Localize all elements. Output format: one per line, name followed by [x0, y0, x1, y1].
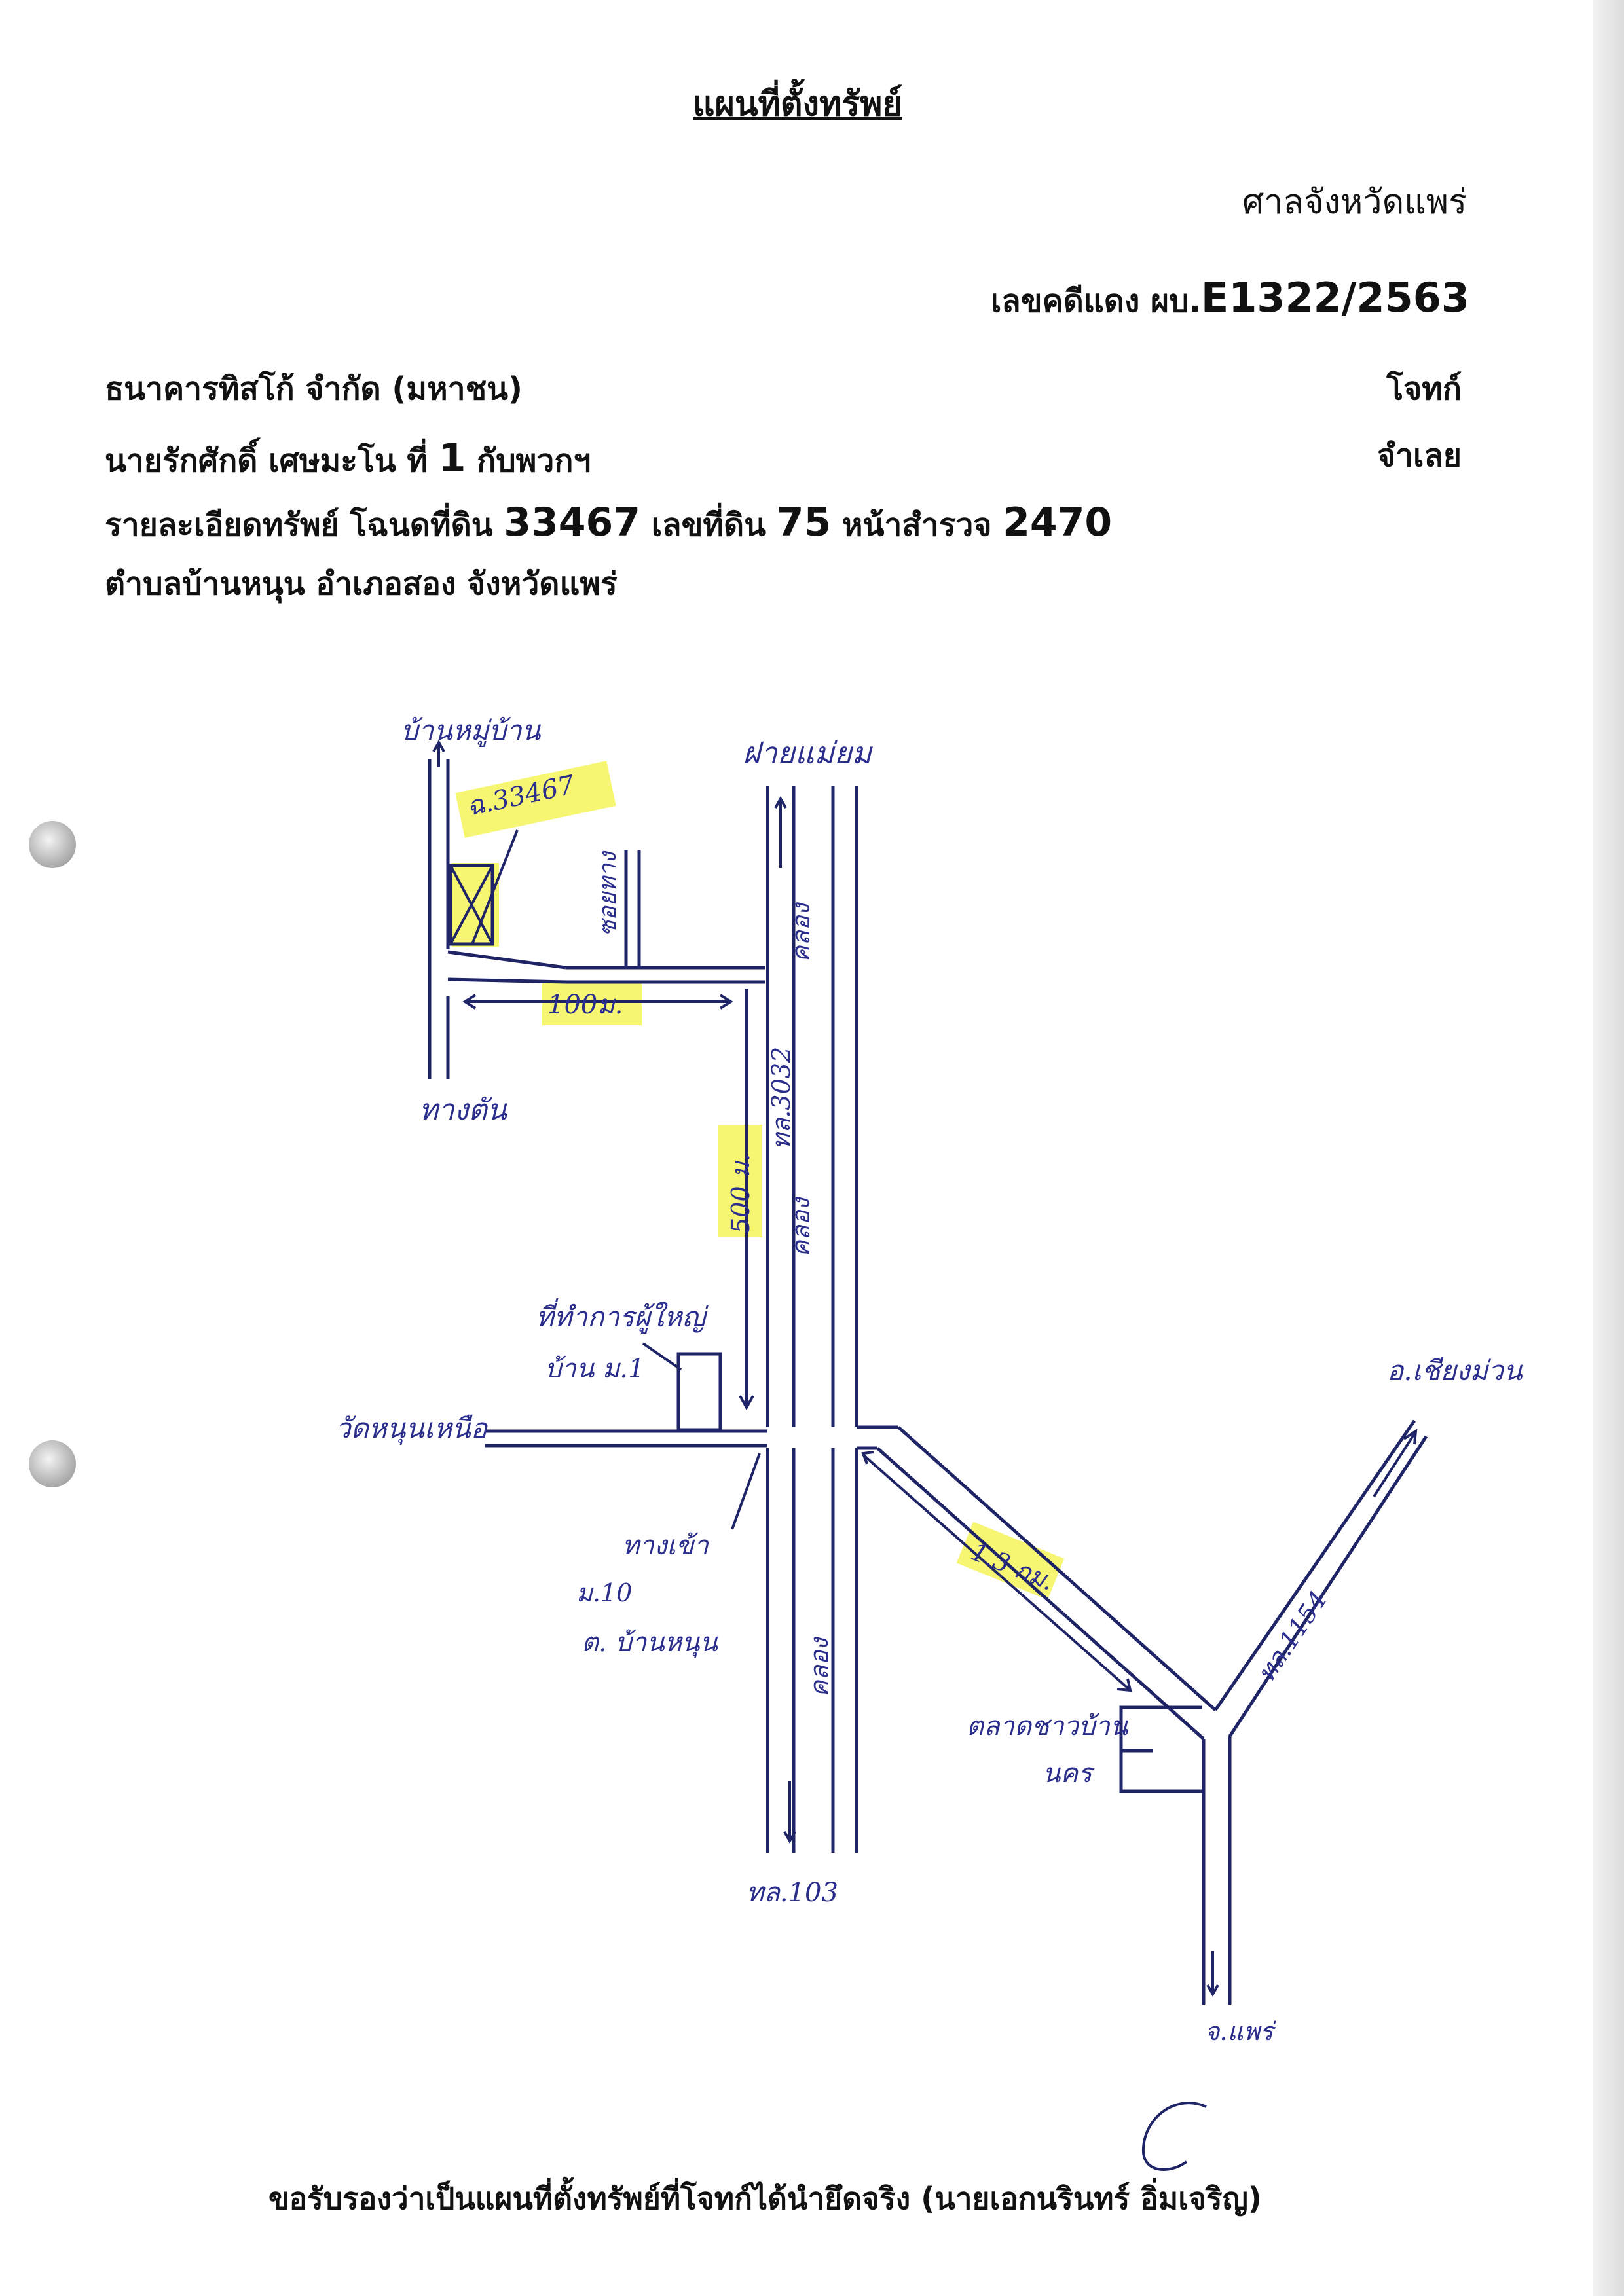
property-location: ตำบลบ้านหนุน อำเภอสอง จังหวัดแพร่: [105, 566, 618, 602]
defendant-number: 1: [438, 435, 466, 481]
headman-office-label-1: ที่ทำการผู้ใหญ่: [536, 1298, 709, 1334]
diagonal-road-south-edge: [876, 1447, 1205, 1740]
land-number: 75: [776, 500, 832, 545]
headman-office-label-2: บ้าน ม.1: [545, 1354, 644, 1384]
document-title: แผนที่ตั้งทรัพย์: [693, 84, 902, 124]
certification-statement: ขอรับรองว่าเป็นแผนที่ตั้งทรัพย์ที่โจทก์ไ…: [268, 2181, 1262, 2216]
village-top-label: บ้านหมู่บ้าน: [401, 714, 542, 747]
property-label: รายละเอียดทรัพย์ โฉนดที่ดิน: [105, 507, 504, 543]
dist-500m-label: 500 ม.: [726, 1154, 755, 1233]
canal-lower-label: คลอง: [805, 1636, 834, 1697]
canal-upper-label: คลอง: [786, 902, 815, 962]
punch-hole-top: [29, 821, 76, 868]
land-no-label: เลขที่ดิน: [640, 507, 777, 543]
defendant-role: จำเลย: [1376, 437, 1462, 474]
court-name: ศาลจังหวัดแพร่: [1242, 183, 1467, 222]
canal-mid-label: คลอง: [786, 1196, 815, 1257]
headman-office-pointer: [642, 1342, 682, 1371]
phrae-label: จ.แพร่: [1205, 2017, 1276, 2046]
dist-500m-arrowhead: [739, 1395, 754, 1411]
road-103-label: ทล.103: [747, 1878, 838, 1908]
south-arrowhead: [783, 1831, 796, 1844]
dead-end-label: ทางตัน: [419, 1093, 508, 1127]
lane-bottom-edge-a: [447, 977, 566, 984]
alley-label: ซอยทาง: [595, 850, 621, 936]
property-plot: [449, 864, 494, 946]
dist-100m-arrowhead-right: [719, 994, 733, 1010]
plot-cross-2: [449, 865, 494, 945]
property-details-line: รายละเอียดทรัพย์ โฉนดที่ดิน 33467 เลขที่…: [105, 499, 1112, 546]
entrance-pointer: [731, 1453, 761, 1530]
headman-office-building: [676, 1352, 722, 1432]
lane-top-edge-a: [447, 950, 566, 970]
dist-100m-label: 100ม.: [547, 990, 623, 1020]
plaintiff-role: โจทก์: [1386, 371, 1462, 407]
fai-mae-yom-label: ฝายแม่ยม: [743, 735, 874, 771]
chiang-muan-arrow: [1373, 1432, 1416, 1498]
dist-13km-arrow: [862, 1453, 1130, 1690]
road-3032-label: ทล.3032: [767, 1047, 796, 1150]
defendant-line: นายรักศักดิ์ เศษมะโน ที่ 1 กับพวกฯ: [105, 435, 591, 482]
road-1154-east-edge: [1228, 1435, 1428, 1738]
defendant-name-post: กับพวกฯ: [466, 443, 591, 479]
defendant-name-pre: นายรักศักดิ์ เศษมะโน ที่: [105, 443, 439, 479]
dist-13km-arrowhead-b: [1116, 1678, 1132, 1692]
dist-13km-arrowhead-a: [861, 1451, 874, 1465]
dist-100m-arrowhead-left: [462, 994, 477, 1010]
chiang-muan-arrowhead: [1403, 1428, 1418, 1445]
deed-number: 33467: [504, 500, 641, 545]
road-1154-west-edge: [1213, 1419, 1416, 1711]
entrance-label: ทางเข้า: [622, 1531, 709, 1561]
signature-mark: [1141, 2102, 1207, 2171]
deed-pointer: [471, 829, 519, 943]
diagonal-road-north-edge: [897, 1426, 1217, 1711]
case-number-line: เลขคดีแดง ผบ.E1322/2563: [991, 274, 1469, 322]
dist-500m-highlight: [718, 1125, 762, 1237]
moo10-label: ม.10: [576, 1578, 632, 1607]
punch-hole-bottom: [29, 1440, 76, 1487]
north-arrowhead: [774, 795, 787, 809]
market-label-2: นคร: [1043, 1758, 1095, 1789]
survey-label: หน้าสำรวจ: [831, 507, 1003, 543]
survey-number: 2470: [1003, 500, 1113, 545]
case-prefix: เลขคดีแดง ผบ.: [990, 283, 1201, 319]
market-label-1: ตลาดชาวบ้าน: [967, 1711, 1129, 1741]
scan-margin: [1593, 0, 1624, 2296]
dist-100m-highlight: [542, 983, 642, 1025]
deed-tag-highlight: [455, 761, 616, 838]
chiang-muan-label: อ.เชียงม่วน: [1387, 1355, 1523, 1387]
wat-north-label: วัดหนุนเหนือ: [335, 1412, 489, 1445]
case-number: E1322/2563: [1200, 274, 1469, 321]
phrae-arrowhead: [1206, 1984, 1219, 1997]
tambon-label: ต. บ้านหนุน: [581, 1628, 718, 1658]
village-arrowhead: [432, 739, 445, 752]
plaintiff-name: ธนาคารทิสโก้ จำกัด (มหาชน): [105, 371, 523, 407]
